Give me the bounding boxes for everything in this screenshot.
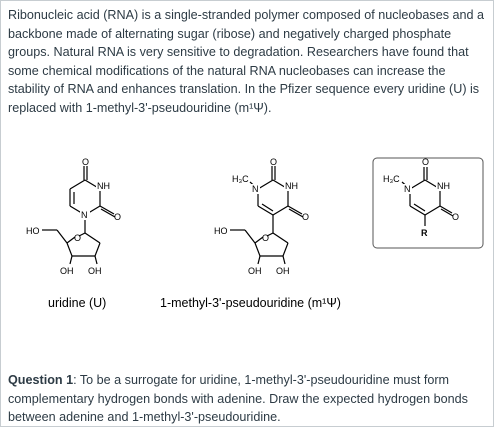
boxed-o-top-label: O <box>422 157 429 167</box>
uridine-caption: uridine (U) <box>48 296 107 310</box>
question-text: : To be a surrogate for uridine, 1-methy… <box>8 373 468 424</box>
pseudo-o-right-label: O <box>302 212 309 222</box>
uridine-o-top-label: O <box>82 157 89 167</box>
boxed-r-label: R <box>421 228 428 238</box>
pseudo-oh-right-label: OH <box>276 266 290 276</box>
uridine-ho-label: HO <box>26 226 40 236</box>
pseudo-methyl-label: H₃C <box>232 174 249 184</box>
pseudo-ring-o-label: O <box>262 233 269 243</box>
boxed-base-structure <box>372 157 484 249</box>
uridine-n-label: N <box>81 210 88 220</box>
uridine-oh-left-label: OH <box>60 266 74 276</box>
pseudo-nh-label: NH <box>285 181 298 191</box>
boxed-methyl-label: H₃C <box>383 174 400 184</box>
intro-paragraph: Ribonucleic acid (RNA) is a single-stran… <box>8 8 485 115</box>
uridine-ring-o-label: O <box>74 233 81 243</box>
pseudo-ho-label: HO <box>214 226 228 236</box>
boxed-n-label: N <box>404 184 411 194</box>
pseudo-oh-left-label: OH <box>248 266 262 276</box>
boxed-o-right-label: O <box>452 212 459 222</box>
uridine-o-right-label: O <box>114 212 121 222</box>
structures-svg: NH N O O HO O OH OH NH H₃C N O O HO O OH… <box>26 157 484 276</box>
uridine-oh-right-label: OH <box>88 266 102 276</box>
question-label: Question 1 <box>8 373 74 387</box>
uridine-nh-label: NH <box>97 181 110 191</box>
structures-figure: NH N O O HO O OH OH NH H₃C N O O HO O OH… <box>0 150 496 340</box>
pseudouridine-structure <box>230 166 304 265</box>
pseudo-n-label: N <box>252 184 259 194</box>
question-paragraph: Question 1: To be a surrogate for uridin… <box>8 371 486 427</box>
pseudouridine-caption: 1-methyl-3'-pseudouridine (m¹Ψ) <box>160 296 341 310</box>
pseudo-o-top-label: O <box>270 157 277 167</box>
boxed-nh-label: NH <box>437 181 450 191</box>
